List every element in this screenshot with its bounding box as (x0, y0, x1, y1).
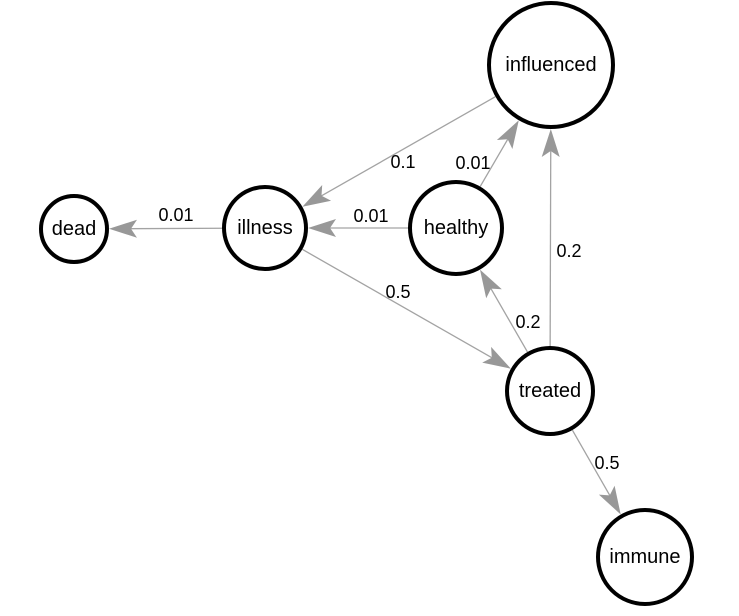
node-influenced: influenced (487, 1, 615, 129)
edge-illness-dead: 0.01 (109, 205, 223, 238)
node-circle (222, 185, 308, 271)
edge-weight-label: 0.01 (158, 205, 193, 225)
node-illness: illness (222, 185, 308, 271)
arrowhead-icon (482, 346, 511, 369)
node-dead: dead (39, 194, 109, 264)
node-label: dead (52, 218, 97, 240)
arrowhead-icon (109, 219, 137, 238)
edge-treated-immune: 0.5 (571, 429, 621, 515)
arrowhead-icon (480, 269, 502, 299)
edge-line (571, 429, 612, 498)
edge-healthy-illness: 0.01 (308, 206, 408, 237)
arrowhead-icon (598, 485, 621, 515)
node-treated: treated (505, 346, 595, 436)
edge-line (479, 137, 510, 187)
edge-line (549, 148, 552, 347)
arrowhead-icon (308, 219, 336, 237)
node-immune: immune (596, 508, 694, 606)
edge-weight-label: 0.01 (353, 206, 388, 226)
arrowhead-icon (541, 129, 560, 157)
edge-treated-influenced: 0.2 (541, 129, 582, 347)
edge-treated-healthy: 0.2 (480, 269, 541, 353)
node-label: immune (609, 546, 680, 568)
edge-weight-label: 0.5 (385, 282, 410, 302)
edge-line (319, 96, 496, 198)
node-label: influenced (505, 54, 596, 76)
node-healthy: healthy (408, 180, 504, 276)
edge-illness-treated: 0.5 (302, 248, 511, 369)
edge-weight-label: 0.01 (455, 153, 490, 173)
arrowhead-icon (302, 185, 332, 207)
arrowhead-icon (496, 120, 519, 149)
edge-healthy-influenced: 0.01 (455, 120, 519, 187)
node-label: healthy (424, 217, 489, 239)
node-circle (487, 1, 615, 129)
node-circle (408, 180, 504, 276)
node-label: treated (519, 380, 581, 402)
edge-weight-label: 0.5 (594, 453, 619, 473)
edge-weight-label: 0.2 (556, 241, 581, 261)
edge-weight-label: 0.2 (515, 312, 540, 332)
edge-line (302, 248, 494, 360)
edge-influenced-illness: 0.1 (302, 96, 496, 207)
node-label: illness (237, 217, 293, 239)
node-circle (39, 194, 109, 264)
node-circle (505, 346, 595, 436)
node-circle (596, 508, 694, 606)
edge-line (489, 286, 529, 353)
edge-weight-label: 0.1 (390, 152, 415, 172)
